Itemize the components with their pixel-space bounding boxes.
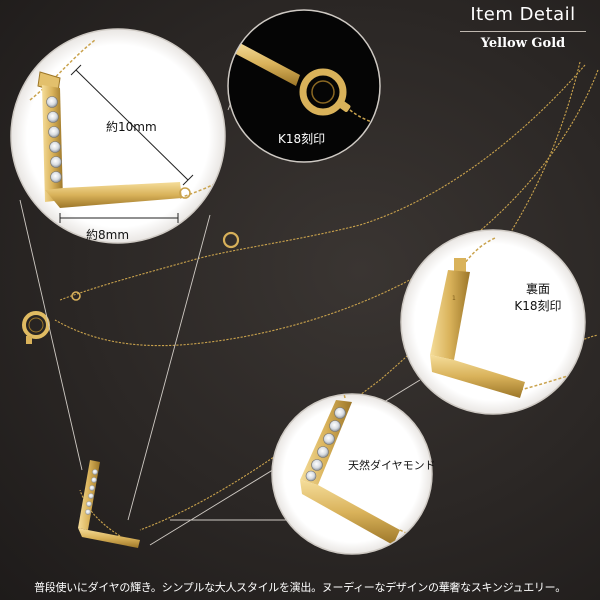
length-dimension-label: 約10mm [106, 120, 157, 134]
back-label-line2: K18刻印 [514, 299, 562, 313]
inset-clasp-stamp [227, 9, 381, 163]
spring-ring-clasp [22, 311, 50, 344]
jump-ring [222, 231, 240, 249]
header-subtitle: Yellow Gold [480, 36, 566, 51]
diamond-label: 天然ダイヤモンド [348, 459, 436, 472]
header-divider [460, 31, 586, 32]
necklace-chain [54, 61, 599, 537]
header-title: Item Detail [470, 4, 576, 25]
inset-back-stamp: 1 [400, 229, 586, 415]
svg-text:1: 1 [452, 295, 456, 302]
pendant-main [78, 460, 140, 548]
width-dimension-label: 約8mm [86, 228, 130, 242]
inset-diamonds [271, 393, 433, 555]
back-label-line1: 裏面 [525, 282, 550, 296]
item-detail-header: Item Detail Yellow Gold [446, 0, 600, 62]
product-caption: 普段使いにダイヤの輝き。シンプルな大人スタイルを演出。ヌーディーなデザインの華奢… [34, 581, 566, 594]
inset-pendant-dimensions [10, 28, 226, 244]
clasp-stamp-label: K18刻印 [278, 132, 326, 146]
